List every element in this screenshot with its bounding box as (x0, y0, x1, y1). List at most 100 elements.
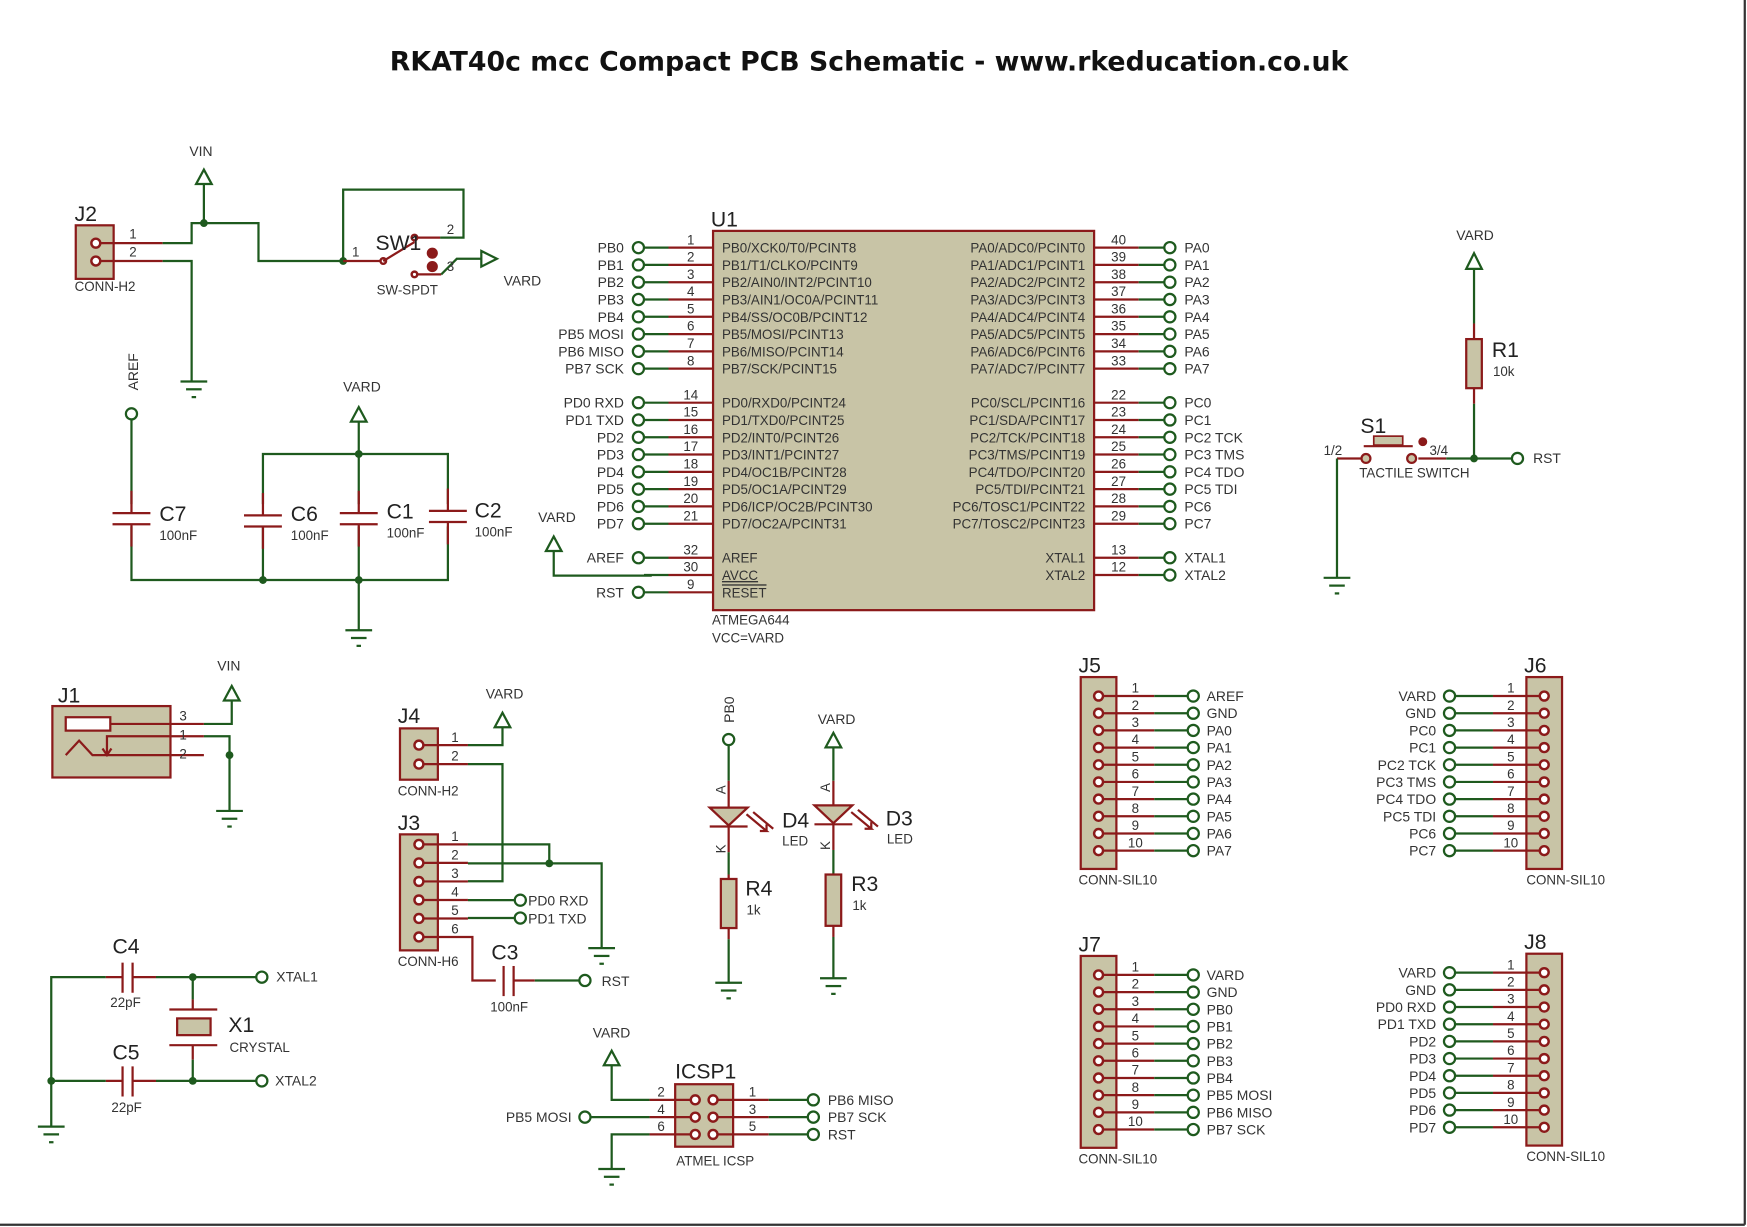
header-net-terminal (1186, 740, 1200, 755)
u1-pin-name: PB3/AIN1/OC0A/PCINT11 (722, 293, 878, 308)
u1-pin-name: PC4/TDO/PCINT20 (969, 465, 1085, 480)
sw1-pin-1: 1 (352, 245, 359, 260)
u1-net-label: PA4 (1184, 309, 1210, 325)
aref-terminal (124, 407, 139, 421)
d3-value: LED (887, 831, 913, 846)
header-net-terminal (1442, 809, 1457, 823)
u1-net-label: PB0 (598, 240, 625, 256)
icsp-pin-number: 4 (657, 1102, 665, 1117)
u1-net-label: PA1 (1184, 257, 1210, 273)
header-pin-number: 4 (1507, 1009, 1515, 1024)
u1-pin-name: PA5/ADC5/PCINT5 (970, 327, 1085, 342)
u1-net-terminal (631, 430, 646, 444)
u1-net-label: PB3 (598, 292, 625, 308)
u1-pin-name: PD7/OC2A/PCINT31 (722, 517, 847, 532)
c7-ref: C7 (159, 503, 186, 526)
u1-pin-number: 29 (1111, 508, 1126, 523)
d4-anode: A (713, 785, 728, 794)
header-pin-number: 5 (1507, 1026, 1514, 1041)
header-net-terminal (1442, 792, 1457, 806)
u1-net-terminal (1163, 327, 1177, 341)
reset-circuit: VARD R1 10k RST S1 1/2 3/4 TACTILE SWITC… (1324, 227, 1561, 595)
header-pin-number: 10 (1503, 1112, 1518, 1127)
j4-pin-2: 2 (451, 749, 458, 764)
j2-pin-1 (90, 237, 102, 249)
header-net-label: PA3 (1207, 774, 1233, 790)
header-pin-number: 4 (1507, 732, 1515, 747)
c6-ref: C6 (291, 503, 318, 526)
j1-pin-3: 3 (179, 709, 186, 724)
u1-net-label: XTAL2 (1184, 567, 1226, 583)
u1-net-label: PD2 (597, 429, 624, 445)
header-net-terminal (1442, 1069, 1457, 1083)
u1-net-terminal (631, 465, 646, 479)
u1-pin-number: 32 (683, 542, 698, 557)
header-net-terminal (1186, 1122, 1200, 1137)
u1-pin-number: 28 (1111, 491, 1126, 506)
crystal-oscillator: XTAL1 C4 22pF X1 CRYSTAL XTAL2 C5 22pF (37, 936, 318, 1144)
u1-pin-name: PD4/OC1B/PCINT28 (722, 465, 847, 480)
j3-pin-number: 6 (451, 922, 458, 937)
cap-c7: C7 100nF (112, 490, 197, 547)
d3-led-symbol (811, 804, 856, 825)
u1-net-label: PC0 (1184, 395, 1211, 411)
sw1-ref: SW1 (375, 232, 421, 255)
sw1-vard-label: VARD (504, 273, 542, 289)
header-net-label: PD4 (1409, 1068, 1436, 1084)
u1-net-terminal (631, 240, 646, 255)
u1-net-label: PB1 (598, 257, 625, 273)
j1-ref: J1 (58, 685, 80, 708)
j2-power-input: J2 1 2 CONN-H2 VIN SW1 1 2 3 (74, 143, 542, 399)
header-net-terminal (1186, 985, 1200, 999)
d4-top-net: PB0 (721, 696, 737, 723)
icsp-net-terminal (806, 1093, 821, 1107)
u1-net-label: PD0 RXD (564, 395, 624, 411)
header-value: CONN-SIL10 (1079, 873, 1158, 888)
u1-pin-number: 27 (1111, 474, 1126, 489)
header-ref: J6 (1524, 655, 1546, 678)
header-net-terminal (1186, 1036, 1200, 1051)
d4-cathode: K (713, 844, 728, 853)
x1-body (176, 1017, 212, 1037)
u1-pin-number: 9 (687, 577, 694, 592)
rst-terminal-j3 (578, 973, 592, 988)
u1-net-terminal (631, 292, 646, 307)
header-net-label: PB1 (1207, 1018, 1234, 1034)
header-pin-number: 7 (1132, 1063, 1139, 1078)
header-net-label: PB6 MISO (1207, 1104, 1273, 1120)
u1-net-label: PD7 (597, 516, 624, 532)
header-net-label: PC6 (1409, 825, 1436, 841)
u1-net-label: PD1 TXD (565, 412, 624, 428)
u1-net-terminal (1163, 465, 1177, 479)
s1-pin-a: 1/2 (1324, 443, 1343, 458)
u1-pin-number: 40 (1111, 232, 1126, 247)
u1-pin-name: PC7/TOSC2/PCINT23 (953, 517, 1086, 532)
u1-body (711, 229, 1096, 612)
s1-ref: S1 (1360, 415, 1386, 438)
vard-label-reset: VARD (1456, 227, 1494, 243)
u1-net-label: PD3 (597, 447, 624, 463)
u1-net-terminal (631, 499, 646, 514)
j4-value: CONN-H2 (398, 783, 459, 798)
